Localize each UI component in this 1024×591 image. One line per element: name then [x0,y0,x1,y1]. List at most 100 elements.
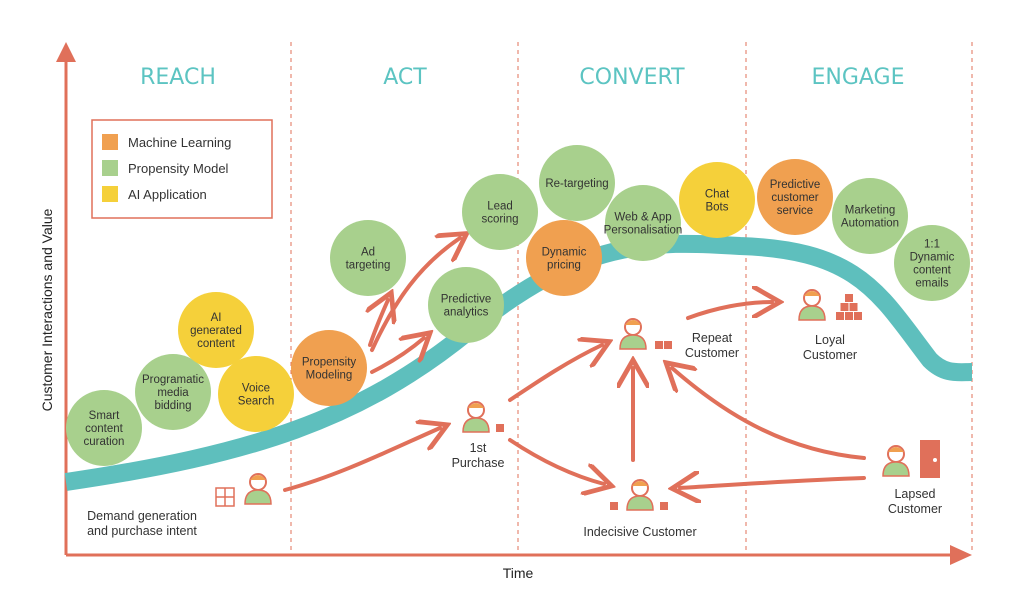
bubble-label: 1:1 [924,239,940,251]
bubble-circle [679,162,755,238]
bubble-label: generated [190,325,242,337]
arrow-repeat-to-loyal [686,302,772,320]
journey-arrows [283,238,866,492]
person-hair [804,291,820,296]
bubble-label: bidding [154,400,191,412]
bubble-label: Predictive [770,179,821,191]
bubble-circle [178,292,254,368]
person-hair [632,481,648,486]
purchase-box [854,312,862,320]
customer-label: 1st [470,441,487,455]
legend-swatch-propensity-model [102,160,118,176]
arrow-first-purchase-to-indecisive [508,438,604,484]
bubble-circle [218,356,294,432]
bubble-label: Marketing [845,205,896,217]
purchase-box [840,303,849,311]
bubble-label: curation [84,436,125,448]
customer-label: Lapsed [894,487,935,501]
arrow-propensity-to-ad-targeting [370,300,388,347]
bubble-circle [330,220,406,296]
person-body [462,417,490,433]
bubble-circle [605,185,681,261]
bubble-label: Lead [487,201,513,213]
bubble-label: service [777,205,813,217]
purchase-box [664,341,672,349]
bubble-label: content [913,265,952,277]
bubble-label: Predictive [441,294,492,306]
bubble-label: Programatic [142,374,204,386]
bubble-re-targeting: Re-targeting [539,145,615,221]
customer-label: Customer [685,346,739,360]
customer-label: Customer [803,348,857,362]
arrow-propensity-to-predictive-analytics [370,338,424,374]
purchase-box [655,341,663,349]
arrow-demand-to-first-purchase [283,428,440,492]
phase-convert: CONVERT [579,65,685,90]
bubble-circle [539,145,615,221]
phase-reach: REACH [140,65,216,90]
customer-label: Repeat [692,331,733,345]
bubble-label: Voice [242,383,270,395]
purchase-box [845,312,853,320]
person-hair [625,320,641,325]
bubble-label: AI [211,312,222,324]
bubble-label: Smart [89,410,120,422]
person-body [619,334,647,350]
purchase-box [836,312,844,320]
bubble-circle [757,159,833,235]
person-body [882,461,910,477]
bubble-label: customer [771,192,818,204]
purchase-box [849,303,858,311]
bubble-circle [526,220,602,296]
person-hair [888,447,904,452]
legend-swatch-ai-application [102,186,118,202]
x-axis-arrowhead [950,545,972,565]
arrow-lapsed-to-repeat [672,368,866,460]
bubble-label: Ad [361,247,375,259]
legend-label-machine-learning: Machine Learning [128,135,231,150]
x-axis-label: Time [503,565,534,581]
bubble-label: media [157,387,189,399]
bubble-label: pricing [547,260,581,272]
arrow-lapsed-to-indecisive [680,478,866,488]
legend: Machine Learning Propensity Model AI App… [91,119,273,219]
bubble-circle [135,354,211,430]
purchase-box [610,502,618,510]
purchase-box [845,294,853,302]
person-hair [250,475,266,480]
bubble-label: analytics [444,307,489,319]
legend-box [91,119,273,219]
bubble-label: scoring [481,214,518,226]
customer-label: Indecisive Customer [583,525,696,539]
phase-engage: ENGAGE [811,65,904,90]
person-body [798,305,826,321]
bubble-circle [66,390,142,466]
y-axis-label: Customer Interactions and Value [39,208,55,411]
bubble-label: Automation [841,218,899,230]
bubble-circle [894,225,970,301]
bubble-label: Modeling [306,370,353,382]
door-icon [920,440,940,478]
arrow-propensity-to-lead-scoring [370,238,460,352]
bubble-label: content [85,423,124,435]
door-knob [933,458,937,462]
purchase-box [496,424,504,432]
